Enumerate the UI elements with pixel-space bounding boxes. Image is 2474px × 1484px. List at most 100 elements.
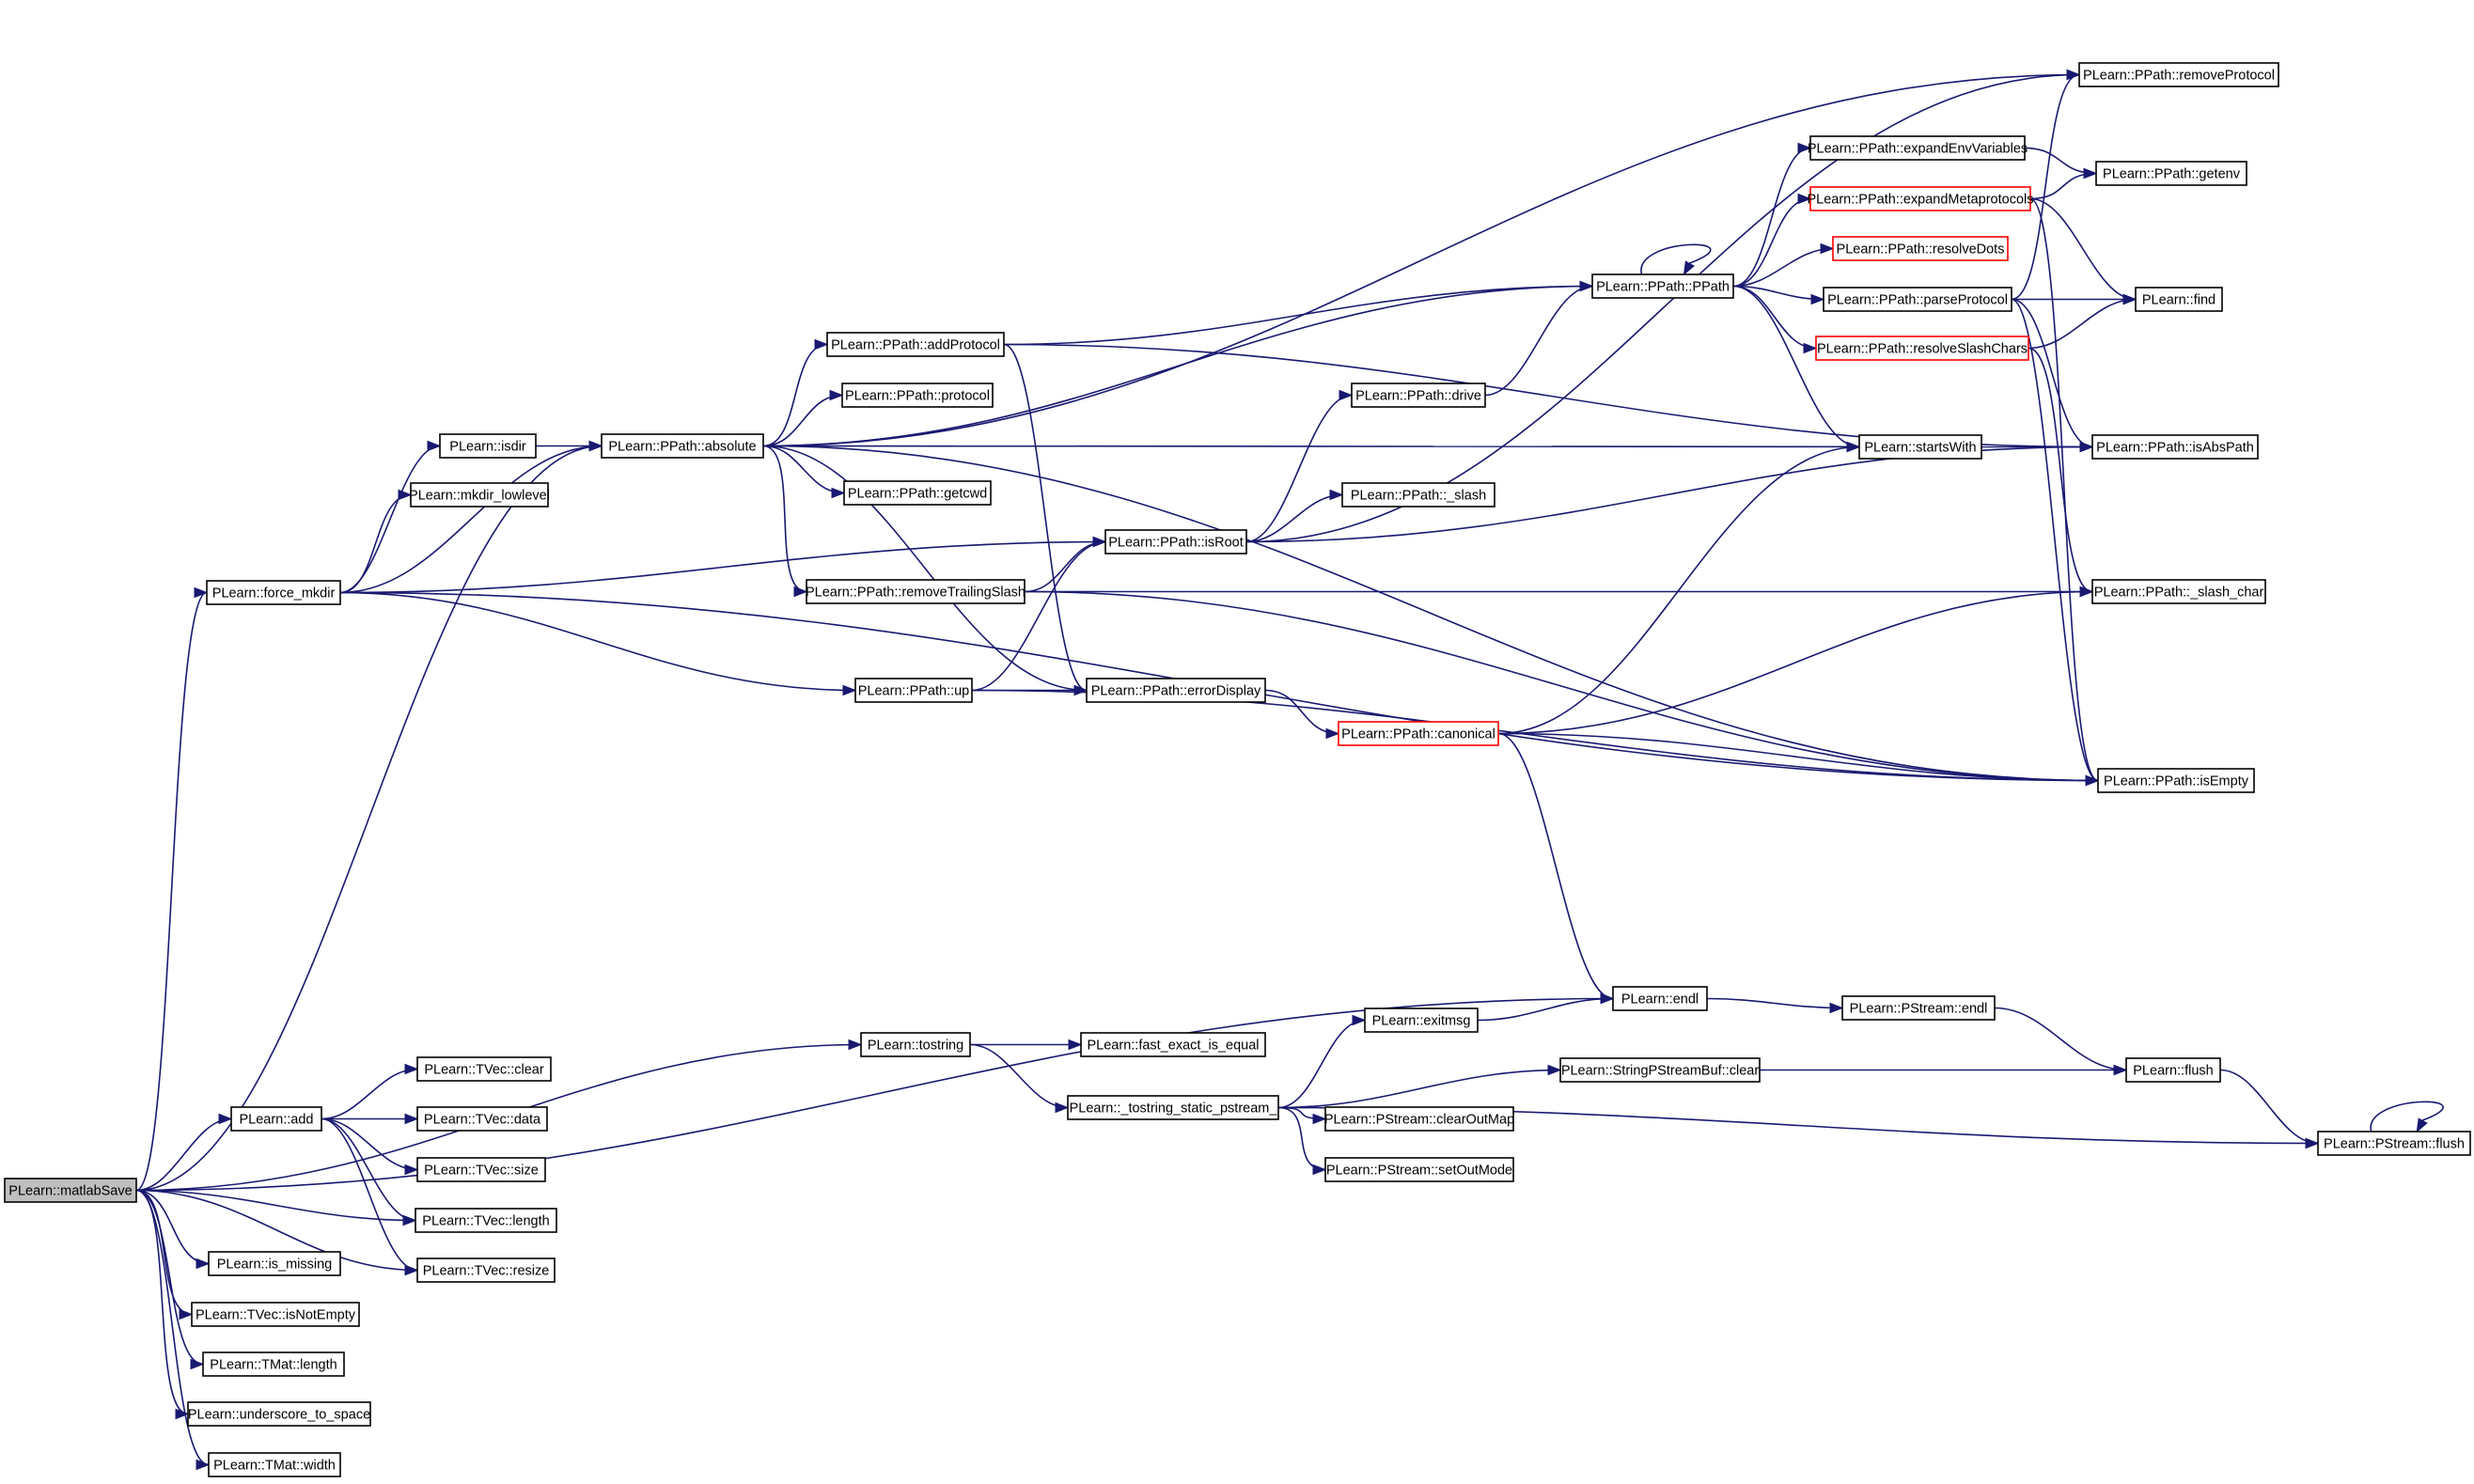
node-tvec-length[interactable]: PLearn::TVec::length bbox=[415, 1208, 557, 1233]
node-tostring[interactable]: PLearn::tostring bbox=[860, 1032, 971, 1057]
node-box bbox=[202, 1351, 345, 1377]
edge-add-protocol-to-error-display bbox=[1003, 343, 1088, 692]
node-remove-trailing-slash[interactable]: PLearn::PPath::removeTrailingSlash bbox=[806, 579, 1026, 604]
edge-arrowhead bbox=[588, 440, 603, 452]
node-set-out-mode[interactable]: PLearn::PStream::setOutMode bbox=[1324, 1157, 1514, 1182]
node-flush[interactable]: PLearn::flush bbox=[2125, 1057, 2221, 1083]
node-clear-out-map[interactable]: PLearn::PStream::clearOutMap bbox=[1324, 1106, 1514, 1132]
node-getcwd[interactable]: PLearn::PPath::getcwd bbox=[843, 480, 992, 506]
edge-arrowhead bbox=[218, 1113, 233, 1125]
edge-force-mkdir-to-is-root bbox=[339, 540, 1106, 594]
node-add[interactable]: PLearn::add bbox=[230, 1106, 322, 1132]
node-box bbox=[1823, 287, 2012, 312]
node-force-mkdir[interactable]: PLearn::force_mkdir bbox=[206, 580, 341, 605]
node-mkdir-lowlevel[interactable]: PLearn::mkdir_lowlevel bbox=[409, 482, 550, 508]
node-label: PLearn::PPath::canonical bbox=[1341, 727, 1495, 742]
node-find[interactable]: PLearn::find bbox=[2135, 287, 2223, 312]
node-label: PLearn::TMat::length bbox=[210, 1358, 337, 1373]
node-tmat-length[interactable]: PLearn::TMat::length bbox=[202, 1351, 345, 1377]
node-is-abs-path[interactable]: PLearn::PPath::isAbsPath bbox=[2091, 434, 2259, 460]
node-endl[interactable]: PLearn::endl bbox=[1612, 986, 1708, 1011]
node-is-empty[interactable]: PLearn::PPath::isEmpty bbox=[2097, 768, 2255, 793]
edge-arrowhead bbox=[196, 1459, 211, 1471]
node-tostring-static[interactable]: PLearn::_tostring_static_pstream_ bbox=[1067, 1095, 1279, 1120]
edge-arrowhead bbox=[1846, 441, 1861, 453]
node-parse-protocol[interactable]: PLearn::PPath::parseProtocol bbox=[1823, 287, 2012, 312]
node-up[interactable]: PLearn::PPath::up bbox=[854, 678, 973, 703]
node-is-missing[interactable]: PLearn::is_missing bbox=[208, 1251, 341, 1276]
edge-arrowhead bbox=[2066, 69, 2081, 81]
node-tvec-clear[interactable]: PLearn::TVec::clear bbox=[416, 1056, 552, 1082]
node-box bbox=[2095, 161, 2247, 186]
node-error-display[interactable]: PLearn::PPath::errorDisplay bbox=[1086, 678, 1266, 703]
node-resolve-slash-chars[interactable]: PLearn::PPath::resolveSlashChars bbox=[1815, 336, 2029, 361]
node-tvec-resize[interactable]: PLearn::TVec::resize bbox=[416, 1257, 556, 1283]
node-label: PLearn::PPath::parseProtocol bbox=[1827, 293, 2008, 308]
edge-arrowhead bbox=[1312, 1164, 1327, 1176]
node-fast-exact-is-equal[interactable]: PLearn::fast_exact_is_equal bbox=[1080, 1032, 1266, 1057]
node-canonical[interactable]: PLearn::PPath::canonical bbox=[1338, 721, 1499, 746]
node-exitmsg[interactable]: PLearn::exitmsg bbox=[1364, 1008, 1479, 1033]
node-label: PLearn::PPath::resolveDots bbox=[1837, 242, 2005, 258]
node-isdir[interactable]: PLearn::isdir bbox=[439, 433, 537, 459]
edge-force-mkdir-to-isdir bbox=[339, 445, 441, 594]
node-drive[interactable]: PLearn::PPath::drive bbox=[1351, 383, 1486, 408]
edge-matlab-save-to-is-missing bbox=[135, 1189, 210, 1265]
node-box bbox=[1559, 1057, 1761, 1083]
edge-remove-trailing-slash-to-is-root bbox=[1024, 540, 1106, 593]
edge-expand-metaprotocols-to-is-empty bbox=[2029, 197, 2099, 782]
node-label: PLearn::underscore_to_space bbox=[188, 1408, 370, 1423]
node-string-pstream-buf-clear[interactable]: PLearn::StringPStreamBuf::clear bbox=[1559, 1057, 1761, 1083]
node-resolve-dots[interactable]: PLearn::PPath::resolveDots bbox=[1832, 236, 2009, 261]
edge-tostring-static-to-exitmsg bbox=[1277, 1019, 1366, 1109]
edge-arrowhead bbox=[404, 1264, 419, 1276]
node-protocol[interactable]: PLearn::PPath::protocol bbox=[841, 383, 994, 408]
node-expand-metaprotocols[interactable]: PLearn::PPath::expandMetaprotocols bbox=[1807, 186, 2034, 211]
edge-arrowhead bbox=[1312, 1113, 1327, 1125]
node-box bbox=[806, 579, 1026, 604]
edge-ppath-to-expand-env-variables bbox=[1732, 147, 1811, 288]
edge-force-mkdir-to-absolute bbox=[339, 445, 603, 594]
node-absolute[interactable]: PLearn::PPath::absolute bbox=[601, 433, 764, 459]
node-label: PLearn::TVec::isNotEmpty bbox=[196, 1308, 356, 1323]
node-box bbox=[416, 1257, 556, 1283]
node-getenv[interactable]: PLearn::PPath::getenv bbox=[2095, 161, 2247, 186]
node-box bbox=[191, 1302, 360, 1327]
node-box bbox=[1364, 1008, 1479, 1033]
node-label: PLearn::PStream::clearOutMap bbox=[1324, 1113, 1514, 1128]
node-matlab-save[interactable]: PLearn::matlabSave bbox=[4, 1178, 137, 1203]
node-box bbox=[841, 383, 994, 408]
node-label: PLearn::PPath::getenv bbox=[2103, 167, 2241, 182]
edge-endl-to-pstream-endl bbox=[1706, 997, 1843, 1009]
node-add-protocol[interactable]: PLearn::PPath::addProtocol bbox=[826, 332, 1005, 357]
edge-arrowhead bbox=[1329, 489, 1344, 501]
node-slash[interactable]: PLearn::PPath::_slash bbox=[1341, 482, 1495, 508]
node-layer: PLearn::matlabSavePLearn::force_mkdirPLe… bbox=[4, 62, 2471, 1477]
node-is-root[interactable]: PLearn::PPath::isRoot bbox=[1104, 529, 1247, 555]
node-label: PLearn::fast_exact_is_equal bbox=[1088, 1039, 1260, 1054]
node-box bbox=[1591, 273, 1734, 299]
edge-expand-metaprotocols-to-find bbox=[2029, 197, 2137, 301]
node-tvec-size[interactable]: PLearn::TVec::size bbox=[416, 1157, 546, 1182]
node-slash-char[interactable]: PLearn::PPath::_slash_char bbox=[2091, 579, 2266, 604]
node-pstream-flush[interactable]: PLearn::PStream::flush bbox=[2317, 1131, 2471, 1156]
edge-absolute-to-error-display bbox=[762, 445, 1088, 692]
node-label: PLearn::PPath::protocol bbox=[845, 389, 990, 404]
edge-add-to-tvec-clear bbox=[321, 1068, 418, 1120]
node-is-not-empty[interactable]: PLearn::TVec::isNotEmpty bbox=[191, 1302, 360, 1327]
node-remove-protocol[interactable]: PLearn::PPath::removeProtocol bbox=[2078, 62, 2279, 87]
node-underscore-to-space[interactable]: PLearn::underscore_to_space bbox=[187, 1401, 371, 1427]
node-tmat-width[interactable]: PLearn::TMat::width bbox=[208, 1452, 341, 1477]
edge-parse-protocol-to-is-empty bbox=[2011, 298, 2099, 782]
node-expand-env-variables[interactable]: PLearn::PPath::expandEnvVariables bbox=[1808, 135, 2028, 161]
node-ppath[interactable]: PLearn::PPath::PPath bbox=[1591, 273, 1734, 299]
node-box bbox=[1067, 1095, 1279, 1120]
edge-arrowhead bbox=[1683, 260, 1695, 276]
node-pstream-endl[interactable]: PLearn::PStream::endl bbox=[1841, 995, 1996, 1021]
node-box bbox=[208, 1251, 341, 1276]
node-label: PLearn::TVec::length bbox=[422, 1214, 549, 1229]
node-starts-with[interactable]: PLearn::startsWith bbox=[1858, 434, 1982, 460]
node-tvec-data[interactable]: PLearn::TVec::data bbox=[416, 1106, 548, 1132]
edge-arrowhead bbox=[2305, 1137, 2320, 1149]
